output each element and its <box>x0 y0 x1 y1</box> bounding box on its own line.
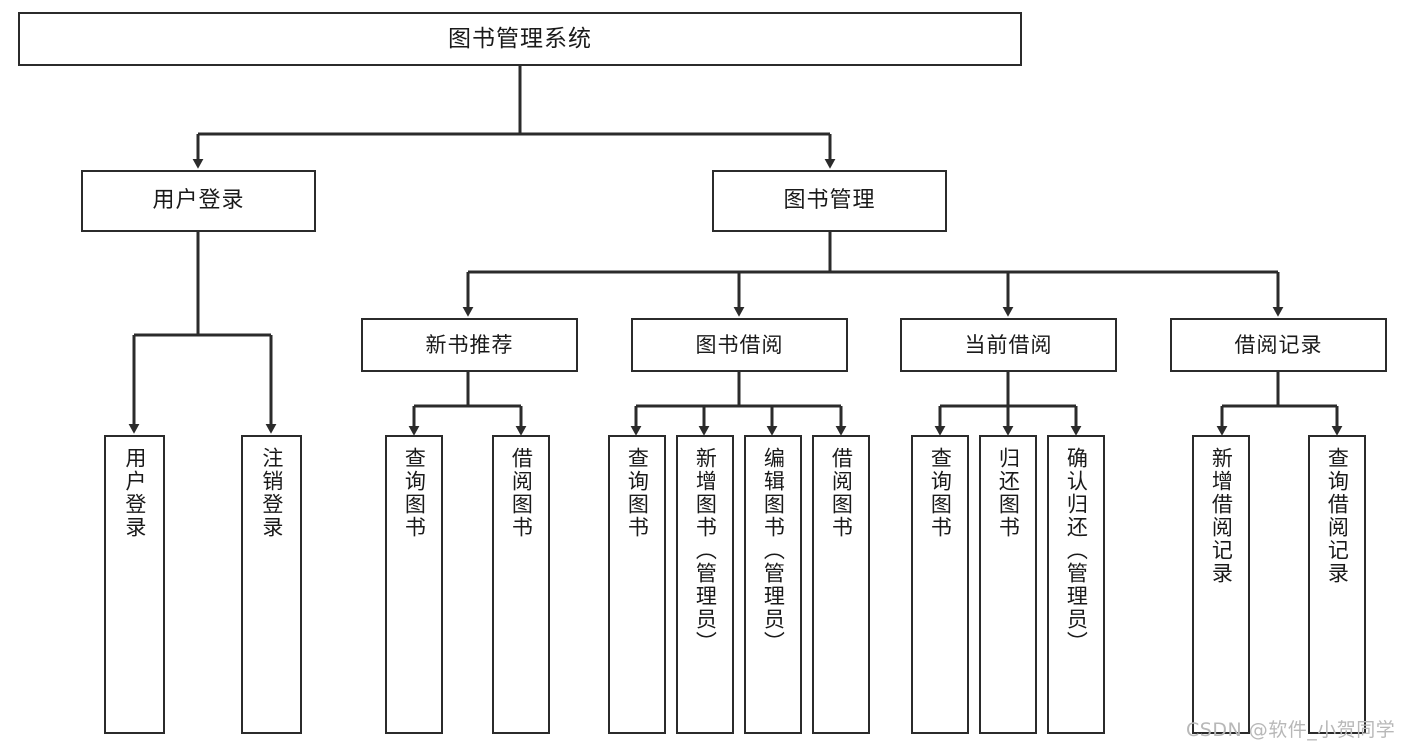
node-leaf-logout-label: 注销登录 <box>259 447 284 539</box>
node-new-book-recommend-label: 新书推荐 <box>425 332 514 357</box>
node-leaf-confirm-return-label: 确认归还（管理员） <box>1064 447 1089 654</box>
node-leaf-add-record[interactable]: 新增借阅记录 <box>1192 435 1250 734</box>
node-leaf-query-record[interactable]: 查询借阅记录 <box>1308 435 1366 734</box>
node-new-book-recommend[interactable]: 新书推荐 <box>361 318 578 372</box>
node-leaf-query-book-2-label: 查询图书 <box>625 447 650 539</box>
node-leaf-edit-book[interactable]: 编辑图书（管理员） <box>744 435 802 734</box>
node-leaf-borrow-book-2[interactable]: 借阅图书 <box>812 435 870 734</box>
node-leaf-add-book[interactable]: 新增图书（管理员） <box>676 435 734 734</box>
node-root[interactable]: 图书管理系统 <box>18 12 1022 66</box>
node-leaf-add-book-label: 新增图书（管理员） <box>693 447 718 654</box>
node-leaf-return-book-label: 归还图书 <box>996 447 1021 539</box>
node-user-login[interactable]: 用户登录 <box>81 170 316 232</box>
node-leaf-return-book[interactable]: 归还图书 <box>979 435 1037 734</box>
node-leaf-confirm-return[interactable]: 确认归还（管理员） <box>1047 435 1105 734</box>
node-leaf-user-login[interactable]: 用户登录 <box>104 435 165 734</box>
node-current-borrow-label: 当前借阅 <box>964 332 1053 357</box>
node-borrow-record[interactable]: 借阅记录 <box>1170 318 1387 372</box>
node-book-borrow[interactable]: 图书借阅 <box>631 318 848 372</box>
node-root-label: 图书管理系统 <box>448 25 592 52</box>
node-leaf-query-book-3[interactable]: 查询图书 <box>911 435 969 734</box>
node-leaf-query-book-1[interactable]: 查询图书 <box>385 435 443 734</box>
node-book-borrow-label: 图书借阅 <box>695 332 784 357</box>
node-leaf-borrow-book-1-label: 借阅图书 <box>509 447 534 539</box>
node-leaf-query-record-label: 查询借阅记录 <box>1325 447 1350 585</box>
node-leaf-borrow-book-2-label: 借阅图书 <box>829 447 854 539</box>
node-borrow-record-label: 借阅记录 <box>1234 332 1323 357</box>
node-leaf-user-login-label: 用户登录 <box>122 447 147 539</box>
node-leaf-borrow-book-1[interactable]: 借阅图书 <box>492 435 550 734</box>
node-user-login-label: 用户登录 <box>152 188 245 214</box>
node-leaf-edit-book-label: 编辑图书（管理员） <box>761 447 786 654</box>
node-book-manage[interactable]: 图书管理 <box>712 170 947 232</box>
node-leaf-query-book-3-label: 查询图书 <box>928 447 953 539</box>
node-leaf-query-book-2[interactable]: 查询图书 <box>608 435 666 734</box>
csdn-watermark: CSDN @软件_小贺同学 <box>1186 719 1396 741</box>
node-book-manage-label: 图书管理 <box>783 188 876 214</box>
node-leaf-logout[interactable]: 注销登录 <box>241 435 302 734</box>
node-leaf-query-book-1-label: 查询图书 <box>402 447 427 539</box>
node-current-borrow[interactable]: 当前借阅 <box>900 318 1117 372</box>
node-leaf-add-record-label: 新增借阅记录 <box>1209 447 1234 585</box>
